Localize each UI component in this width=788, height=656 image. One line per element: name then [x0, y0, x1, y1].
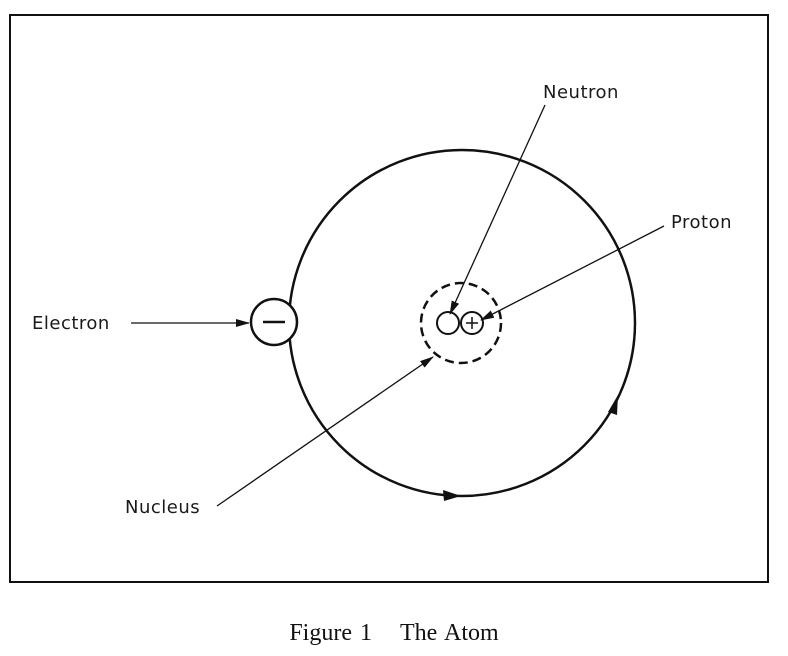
neutron-particle	[436, 311, 460, 335]
figure-title: The Atom	[400, 620, 499, 646]
figure-number: Figure 1	[289, 620, 372, 646]
figure-caption: Figure 1 The Atom	[0, 620, 788, 647]
nucleus-label: Nucleus	[125, 497, 200, 518]
orbit-direction-arrow-bottom	[443, 490, 461, 501]
proton-leader-arrow	[480, 225, 665, 321]
neutron-leader-arrow	[449, 104, 546, 315]
plus-icon	[466, 317, 478, 329]
nucleus-boundary	[419, 281, 503, 365]
electron-label: Electron	[32, 313, 110, 334]
proton-label: Proton	[671, 212, 732, 233]
neutron-label: Neutron	[543, 82, 619, 103]
figure-frame	[9, 14, 769, 583]
nucleus-leader-arrow	[216, 356, 434, 507]
orbit-direction-arrow-right	[608, 395, 618, 415]
